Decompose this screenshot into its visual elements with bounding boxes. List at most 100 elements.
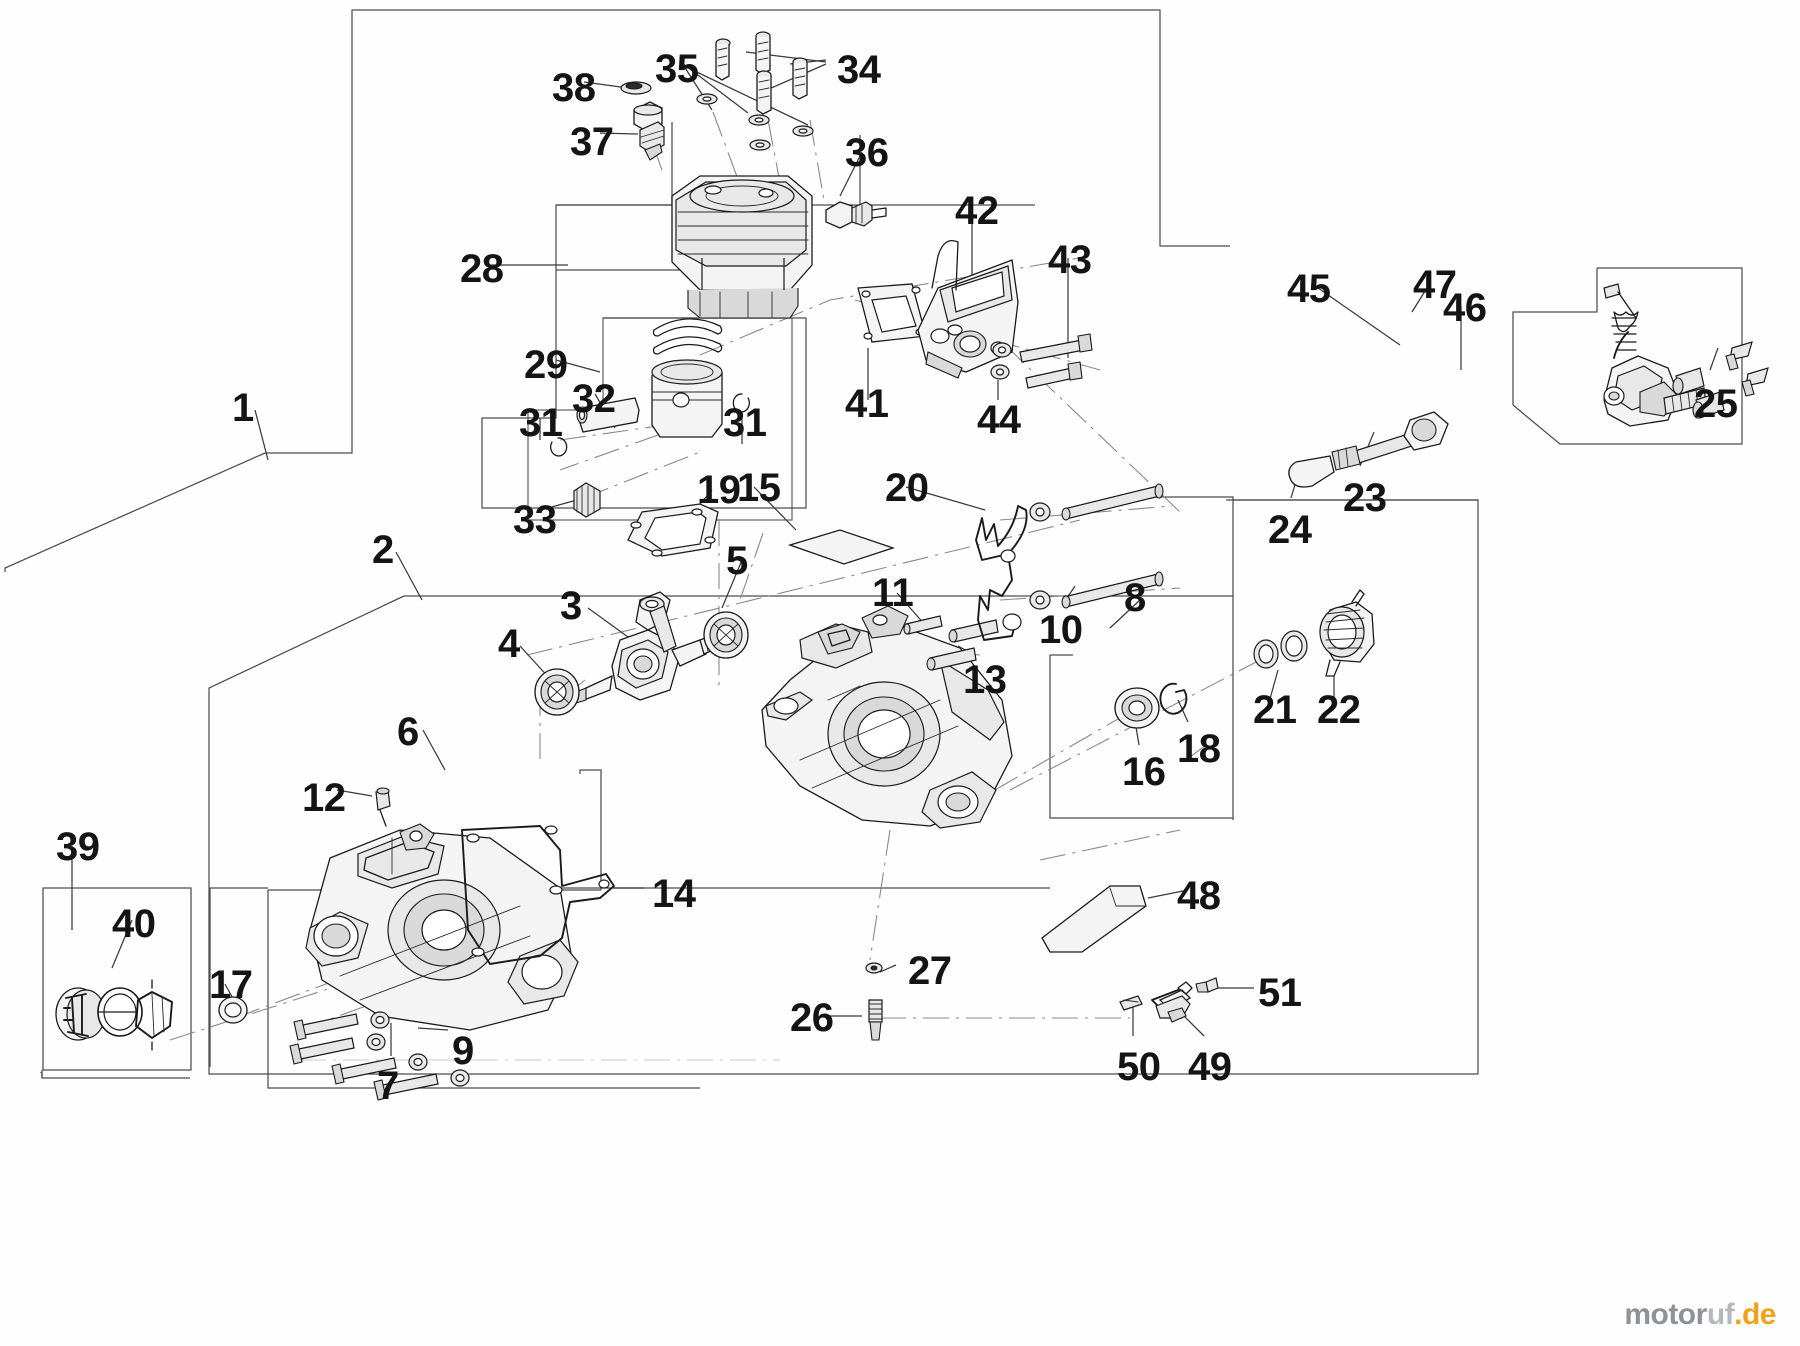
part-needle-bearing <box>573 482 601 518</box>
part-circlips <box>550 393 750 457</box>
callout-36: 36 <box>845 131 889 175</box>
callout-20: 20 <box>885 466 929 510</box>
part-pressure-valve-12 <box>375 787 391 827</box>
callout-12: 12 <box>302 776 346 820</box>
part-piston-pin <box>576 397 640 433</box>
part-oil-pump <box>1603 283 1707 427</box>
callout-49: 49 <box>1188 1045 1232 1089</box>
part-screw-51 <box>1195 977 1219 993</box>
callout-5: 5 <box>726 539 748 583</box>
part-bearing-4 <box>534 668 580 716</box>
callout-16: 16 <box>1122 750 1166 794</box>
callout-35: 35 <box>655 47 699 91</box>
callout-24: 24 <box>1268 508 1312 552</box>
callout-41: 41 <box>845 382 889 426</box>
callout-40: 40 <box>112 902 156 946</box>
callout-28: 28 <box>460 247 504 291</box>
part-spacer-plate <box>787 529 896 565</box>
part-spark-plug <box>825 201 887 229</box>
part-cover-plate <box>620 81 652 95</box>
watermark-uf: uf <box>1706 1298 1735 1331</box>
watermark: motoruf.de <box>1624 1298 1776 1332</box>
callout-31-right: 31 <box>723 401 767 445</box>
part-intake-manifold <box>917 239 1019 379</box>
callout-7: 7 <box>377 1064 399 1108</box>
part-oil-seal-17 <box>218 996 248 1024</box>
part-washers-44 <box>990 342 1012 380</box>
part-washers-10 <box>1029 502 1051 610</box>
callout-6: 6 <box>397 710 419 754</box>
callout-39: 39 <box>56 825 100 869</box>
callout-15: 15 <box>737 466 781 510</box>
part-decomp-valve <box>633 101 665 161</box>
group-box-lower-right <box>1226 499 1479 1074</box>
group-box-1 <box>4 9 1230 572</box>
part-switch-49 <box>1151 981 1193 1023</box>
group-box-39 <box>40 887 192 1079</box>
callout-38: 38 <box>552 66 596 110</box>
part-cylinder-screws <box>715 31 808 115</box>
part-crankcase-gasket <box>461 825 615 965</box>
callout-22: 22 <box>1317 688 1361 732</box>
group-box-17 <box>209 887 268 1067</box>
callout-33: 33 <box>513 498 557 542</box>
callout-29: 29 <box>524 343 568 387</box>
part-bushings-46 <box>1672 367 1725 419</box>
callout-46: 46 <box>1443 286 1487 330</box>
part-chain-catcher <box>975 505 1028 641</box>
callout-10: 10 <box>1039 608 1083 652</box>
callout-51: 51 <box>1258 971 1302 1015</box>
callout-11: 11 <box>872 571 914 615</box>
part-heat-shield-48 <box>1041 885 1147 953</box>
part-bearing-5 <box>703 611 749 659</box>
callout-2: 2 <box>372 528 394 572</box>
callout-18: 18 <box>1177 727 1221 771</box>
part-worm-drive <box>1288 411 1449 488</box>
callout-37: 37 <box>570 120 614 164</box>
callout-27: 27 <box>908 949 952 993</box>
part-crankcase-right <box>761 605 1013 829</box>
callout-21: 21 <box>1253 688 1297 732</box>
part-stud-bolts-8 <box>1061 483 1164 609</box>
callout-31-left: 31 <box>519 401 563 445</box>
callout-3: 3 <box>560 584 582 628</box>
callout-34: 34 <box>837 48 881 92</box>
group-box-2 <box>208 496 1478 1075</box>
callout-44: 44 <box>977 398 1021 442</box>
part-retaining-ring-18 <box>1159 682 1188 715</box>
group-box-45 <box>1512 267 1743 445</box>
part-washers-35 <box>696 93 814 151</box>
part-piston <box>651 318 723 438</box>
part-cylinder <box>671 175 813 319</box>
callout-25: 25 <box>1694 382 1738 426</box>
part-dowel-pins <box>903 615 999 671</box>
callout-13: 13 <box>963 658 1007 702</box>
callout-14: 14 <box>652 872 696 916</box>
callout-32: 32 <box>572 377 616 421</box>
part-oil-seal-16 <box>1114 687 1160 729</box>
part-screws-25 <box>1725 341 1769 397</box>
group-box-right <box>1049 654 1233 819</box>
callout-50: 50 <box>1117 1045 1161 1089</box>
callout-42: 42 <box>955 189 999 233</box>
callout-23: 23 <box>1343 476 1387 520</box>
part-screws-43 <box>1019 333 1093 389</box>
callout-45: 45 <box>1287 267 1331 311</box>
callout-4: 4 <box>498 622 520 666</box>
callout-26: 26 <box>790 996 834 1040</box>
callout-17: 17 <box>209 963 253 1007</box>
callout-43: 43 <box>1048 238 1092 282</box>
part-washers-9 <box>366 1011 470 1087</box>
part-fuel-cap <box>55 979 173 1051</box>
part-crankcase-screws-7 <box>289 1013 439 1101</box>
part-crankcase-left <box>305 823 579 1031</box>
part-clutch-drum-22 <box>1319 589 1375 677</box>
callout-9: 9 <box>452 1029 474 1073</box>
part-oil-pickup-26 <box>868 999 883 1041</box>
part-washers-21 <box>1253 630 1308 669</box>
part-intake-gasket <box>857 283 927 343</box>
part-grommet-27 <box>865 962 883 974</box>
part-cylinder-gasket <box>627 503 719 557</box>
